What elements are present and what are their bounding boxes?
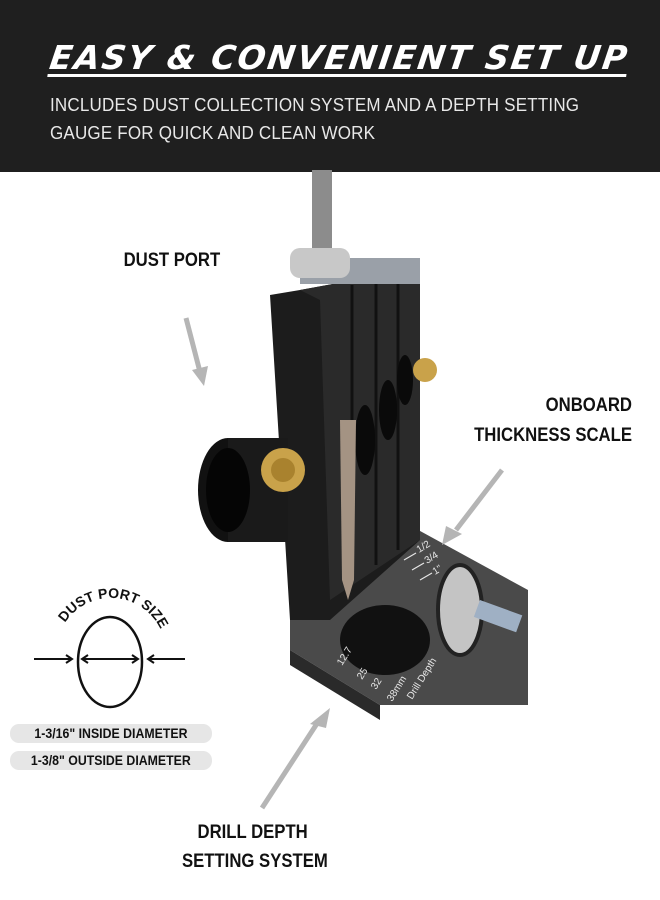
dust-port-label: DUST PORT bbox=[123, 250, 221, 271]
inside-diameter-pill: 1-3/16" INSIDE DIAMETER bbox=[10, 724, 212, 743]
drill-depth-gauge bbox=[340, 605, 430, 675]
dust-port-diagram-circle bbox=[76, 615, 144, 709]
subtitle-line-2: GAUGE FOR QUICK AND CLEAN WORK bbox=[50, 122, 376, 143]
drill-guide-hole bbox=[355, 405, 375, 475]
outside-diameter-text: 1-3/8" OUTSIDE DIAMETER bbox=[31, 752, 191, 768]
brass-knob-center bbox=[271, 458, 295, 482]
clamp-screw bbox=[473, 600, 523, 633]
dust-port-size-title: DUST PORT SIZE bbox=[55, 585, 172, 631]
inside-diameter-text: 1-3/16" INSIDE DIAMETER bbox=[34, 725, 188, 741]
thickness-scale-label-1: ONBOARD bbox=[545, 395, 632, 416]
dust-port-opening bbox=[206, 448, 250, 532]
clamp-wheel bbox=[436, 563, 484, 657]
arrow-icon bbox=[183, 317, 504, 810]
drill-depth-label-1: DRILL DEPTH bbox=[197, 822, 308, 843]
subtitle-line-1: INCLUDES DUST COLLECTION SYSTEM AND A DE… bbox=[50, 94, 580, 115]
header-banner: EASY & CONVENIENT SET UP INCLUDES DUST C… bbox=[0, 0, 660, 172]
drill-guide-hole bbox=[379, 380, 397, 440]
drill-depth-label-2: SETTING SYSTEM bbox=[181, 851, 328, 872]
jig-base-edge bbox=[290, 650, 380, 720]
brass-knob bbox=[413, 358, 437, 382]
dimension-arrows bbox=[34, 654, 185, 664]
thickness-scale bbox=[403, 552, 433, 581]
depth-collar bbox=[290, 248, 350, 278]
drill-guide-hole bbox=[397, 355, 413, 405]
outside-diameter-pill: 1-3/8" OUTSIDE DIAMETER bbox=[10, 751, 212, 770]
drill-bit bbox=[340, 420, 356, 600]
drill-bit-shank bbox=[312, 170, 332, 250]
thickness-scale-label-2: THICKNESS SCALE bbox=[474, 425, 632, 446]
